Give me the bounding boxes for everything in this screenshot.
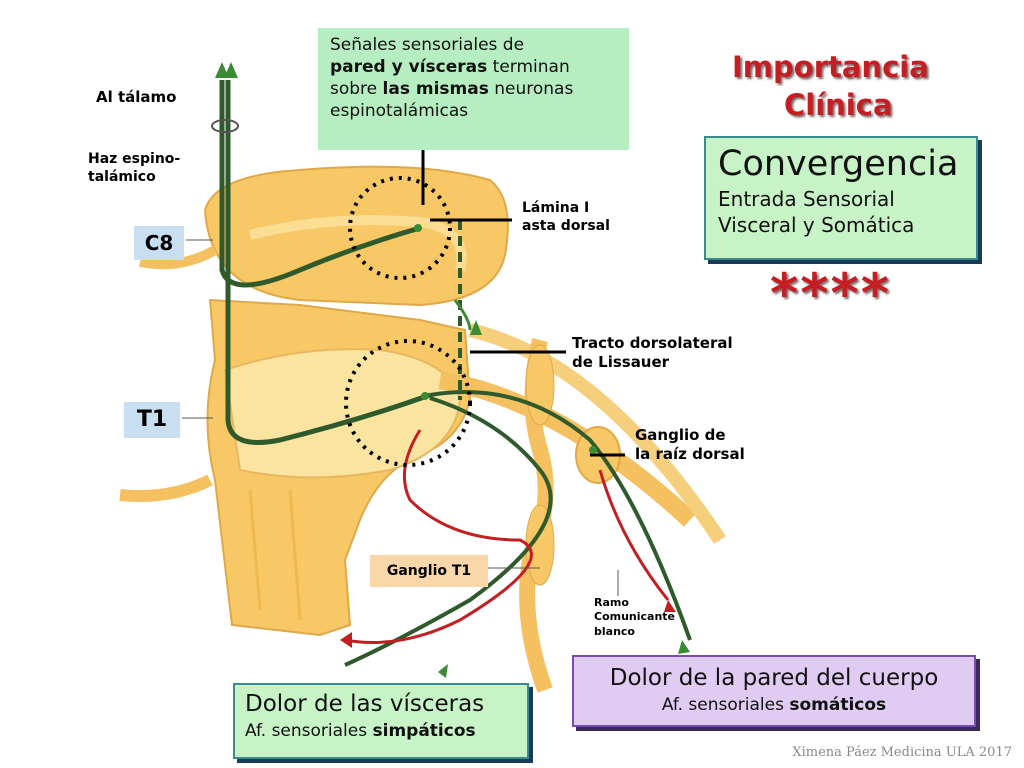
label-haz-line1: Haz espino-: [88, 151, 181, 167]
label-tracto-line1: Tracto dorsolateral: [572, 334, 733, 352]
arrow-icon: [678, 640, 690, 654]
body-wall-pain-sub-text: Af. sensoriales: [661, 695, 790, 715]
convergencia-line-1: Entrada Sensorial: [718, 187, 895, 211]
convergencia-line-2: Visceral y Somática: [718, 213, 915, 237]
dotted-circle-t1: [344, 339, 472, 467]
note-text: sobre: [330, 79, 383, 99]
convergencia-title: Convergencia: [718, 144, 959, 184]
visceral-pain-title: Dolor de las vísceras: [245, 691, 485, 717]
dotted-circle-c8: [348, 176, 452, 280]
title-clinica: Clínica: [784, 88, 893, 122]
up-arrow-icon: [470, 320, 482, 335]
visceral-efferent-fibers: [344, 429, 670, 644]
label-ganglio-t1: Ganglio T1: [370, 555, 488, 587]
note-line-4: espinotalámicas: [330, 101, 469, 121]
convergencia-box: Convergencia Entrada Sensorial Visceral …: [704, 136, 978, 260]
arrow-icon: [664, 600, 676, 612]
body-wall-pain-sub-bold: somáticos: [789, 695, 887, 715]
segment-t1-label: T1: [124, 402, 180, 438]
nerve-roots: [119, 245, 726, 544]
label-ramo-comunicante: Ramo Comunicante blanco: [594, 596, 675, 639]
segment-c8-label: C8: [134, 226, 184, 260]
label-ramo-line1: Ramo: [594, 596, 629, 609]
title-importancia: Importancia: [732, 50, 929, 84]
note-bold-pared: pared y vísceras: [330, 57, 488, 77]
note-bold-mismas: las mismas: [382, 79, 489, 99]
visceral-pain-sub: Af. sensoriales simpáticos: [245, 719, 527, 743]
arrow-icon: [438, 664, 448, 678]
body-wall-pain-title: Dolor de la pared del cuerpo: [609, 665, 939, 691]
ring-marker: [211, 119, 239, 133]
label-ganglio-raiz-line2: la raíz dorsal: [635, 444, 745, 463]
label-ganglio-raiz-line1: Ganglio de: [635, 426, 726, 444]
label-tracto-line2: de Lissauer: [572, 352, 670, 371]
label-lamina-i: Lámina I asta dorsal: [522, 200, 610, 235]
label-ramo-line2: Comunicante: [594, 610, 676, 624]
label-ramo-line3: blanco: [594, 624, 635, 638]
spinothalamic-fibers: [219, 80, 692, 667]
label-haz-espinotalamico: Haz espino- talámico: [88, 151, 180, 186]
emphasis-stars: ****: [770, 262, 891, 325]
up-arrow-icon: [215, 62, 229, 78]
body-wall-pain-sub: Af. sensoriales somáticos: [574, 693, 974, 717]
label-tracto-lissauer: Tracto dorsolateral de Lissauer: [572, 334, 733, 372]
up-arrow-icon: [224, 62, 238, 78]
visceral-pain-sub-bold: simpáticos: [372, 721, 476, 741]
sympathetic-chain: [519, 338, 555, 693]
note-line-3: sobre las mismas neuronas: [330, 78, 629, 100]
visceral-pain-sub-text: Af. sensoriales: [245, 721, 373, 741]
label-lamina-line2: asta dorsal: [522, 217, 610, 234]
sensory-signals-note: Señales sensoriales de pared y vísceras …: [318, 28, 629, 150]
arrow-icon: [340, 632, 352, 648]
label-ganglio-raiz-dorsal: Ganglio de la raíz dorsal: [635, 426, 745, 464]
note-line-2: pared y vísceras terminan: [330, 56, 629, 78]
credit-text: Ximena Páez Medicina ULA 2017: [792, 745, 1012, 760]
label-lamina-line1: Lámina I: [522, 200, 590, 216]
body-wall-pain-box: Dolor de la pared del cuerpo Af. sensori…: [572, 655, 976, 727]
visceral-pain-box: Dolor de las vísceras Af. sensoriales si…: [233, 683, 529, 759]
label-al-talamo: Al tálamo: [96, 88, 177, 106]
note-text: neuronas: [488, 79, 574, 99]
note-line-1: Señales sensoriales de: [330, 35, 525, 55]
label-haz-line2: talámico: [88, 168, 156, 185]
note-text: terminan: [487, 57, 570, 77]
